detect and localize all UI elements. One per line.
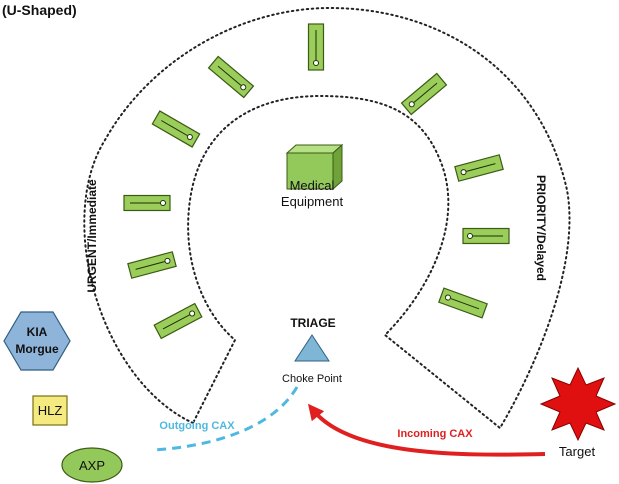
urgent-immediate-label: URGENT/Immediate — [85, 179, 99, 293]
hlz-label: HLZ — [38, 403, 63, 418]
target-label: Target — [559, 444, 596, 459]
litter-icon — [438, 287, 488, 319]
triage-label: TRIAGE — [290, 316, 335, 330]
diagram-title: (U-Shaped) — [2, 2, 77, 18]
axp-label: AXP — [79, 458, 105, 473]
kia-morgue-label: Morgue — [15, 342, 59, 356]
equipment-box-icon — [285, 143, 344, 191]
incoming-cax-label: Incoming CAX — [397, 428, 473, 440]
hexagon-icon — [3, 311, 71, 371]
outgoing-cax-path — [152, 386, 299, 452]
medical-equipment-label: Medical — [290, 178, 335, 193]
litter-icon — [307, 23, 325, 71]
litter-icon — [153, 302, 203, 340]
starburst-icon — [539, 366, 617, 442]
litter-icon — [462, 227, 510, 245]
square-icon — [32, 395, 68, 426]
kia-morgue-label: KIA — [27, 325, 48, 339]
litter-icon — [400, 72, 448, 116]
choke-point-label: Choke Point — [282, 373, 342, 385]
outgoing-cax-label: Outgoing CAX — [159, 420, 235, 432]
litter-icon — [151, 110, 201, 148]
litter-icon — [207, 55, 255, 99]
litter-icon — [123, 194, 171, 212]
incoming-cax-arrow — [307, 403, 546, 457]
medical-equipment-label: Equipment — [281, 194, 344, 209]
ellipse-icon — [61, 447, 123, 483]
u-shape-boundary — [83, 6, 571, 430]
triangle-icon — [294, 334, 330, 362]
priority-delayed-label: PRIORITY/Delayed — [534, 175, 548, 281]
litter-icon — [127, 251, 177, 279]
litter-icon — [454, 154, 504, 182]
